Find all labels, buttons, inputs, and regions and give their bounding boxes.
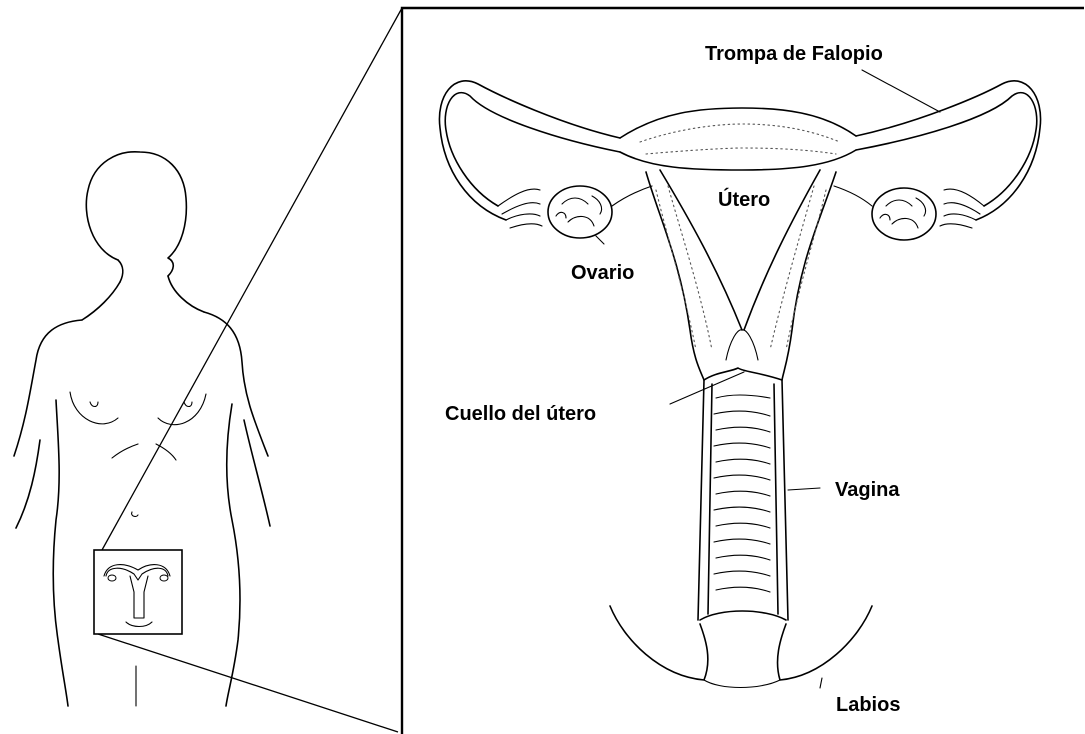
body-outline bbox=[14, 152, 270, 706]
label-labia: Labios bbox=[836, 694, 900, 716]
inset-box bbox=[94, 550, 182, 634]
label-cervix: Cuello del útero bbox=[445, 403, 596, 425]
label-ovary: Ovario bbox=[571, 262, 634, 284]
label-vagina: Vagina bbox=[835, 479, 900, 501]
zoom-line-top bbox=[102, 8, 402, 550]
detail-anatomy bbox=[439, 70, 1040, 688]
label-fallopian-tube: Trompa de Falopio bbox=[705, 43, 883, 65]
label-uterus: Útero bbox=[718, 187, 770, 211]
zoom-line-bottom bbox=[98, 634, 398, 732]
inset-uterus bbox=[104, 565, 170, 627]
